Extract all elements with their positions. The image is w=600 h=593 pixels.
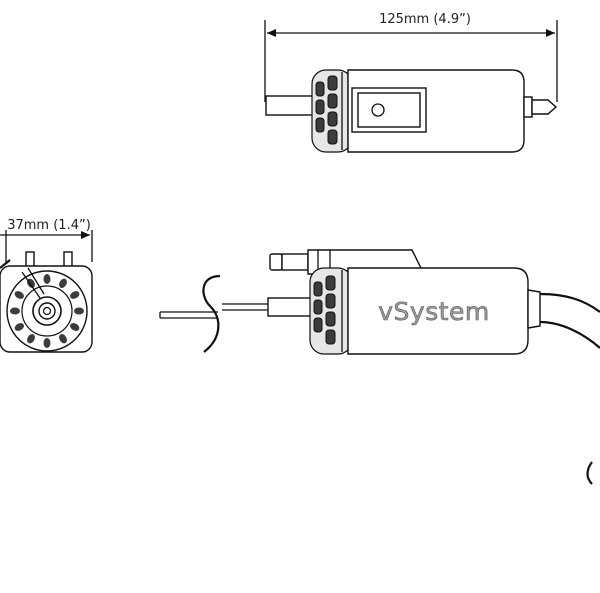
top-end-tip — [531, 99, 558, 115]
knurl-notch — [59, 278, 67, 288]
knurl-notch — [70, 291, 80, 299]
break-symbol-left — [202, 274, 221, 353]
break-symbol-right — [586, 461, 593, 485]
knurl-notch — [14, 323, 24, 331]
cable-strain-relief — [527, 289, 541, 329]
top-knurled-ring — [311, 69, 353, 153]
knurl-notch — [27, 334, 35, 344]
knurl-notch — [10, 307, 20, 315]
knurl-notch — [74, 307, 84, 315]
brand-name: vSystem — [378, 297, 490, 326]
top-tip — [265, 95, 315, 116]
side-body — [347, 267, 529, 355]
knurl-notch — [43, 274, 51, 284]
knurl-notch — [27, 278, 35, 288]
cable-lower — [539, 320, 600, 349]
side-tip — [267, 297, 313, 317]
top-end-collar — [523, 96, 533, 118]
length-label: 125mm (4.9”) — [379, 12, 471, 27]
knurl-notch — [14, 291, 24, 299]
diameter-label: 37mm (1.4”) — [7, 218, 91, 233]
side-knurled-ring — [309, 267, 353, 355]
top-contact-tab — [351, 87, 427, 133]
end-view: 37mm (1.4”) — [0, 218, 93, 353]
top-view: 125mm (4.9”) — [264, 12, 558, 153]
knurl-notch — [70, 323, 80, 331]
knurl-notch — [43, 338, 51, 348]
side-view: vSystem — [159, 249, 600, 355]
cable-upper — [539, 292, 600, 313]
knurl-notch — [59, 334, 67, 344]
end-knurled-wheel — [6, 267, 88, 352]
